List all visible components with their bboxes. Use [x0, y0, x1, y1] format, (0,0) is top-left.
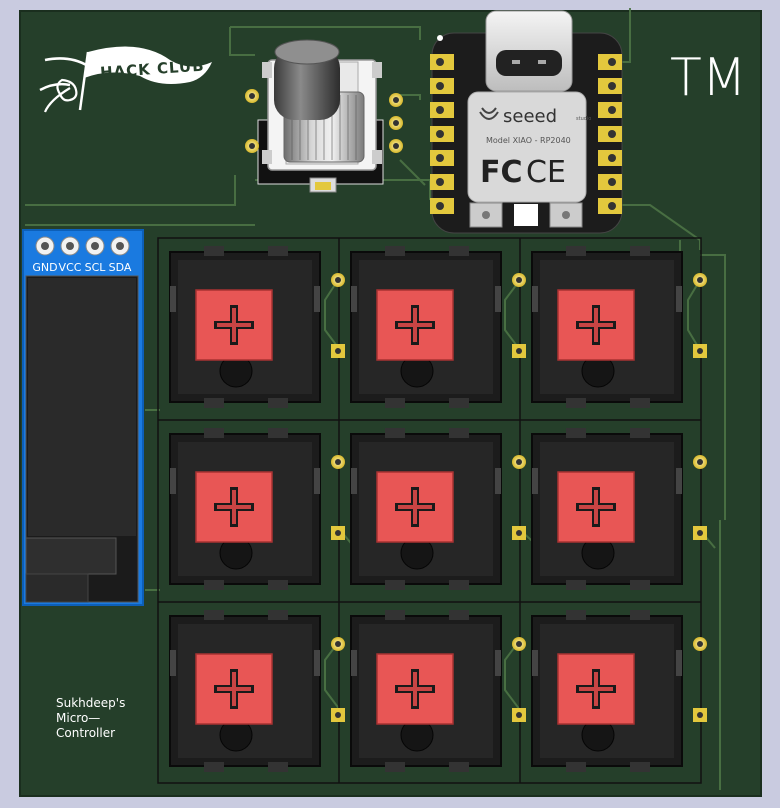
credit-line-3: Controller: [56, 726, 115, 740]
switch-pad-a-2: [512, 273, 526, 287]
mcu-pad-right-4: [598, 126, 622, 142]
switch-pad-a-3: [693, 273, 707, 287]
key-switch-7: [169, 610, 345, 772]
switch-pad-b-7: [331, 708, 345, 722]
switch-pad-a-8: [512, 637, 526, 651]
key-switch-1: [169, 246, 345, 408]
oled-pin-scl: SCL: [85, 236, 107, 274]
key-switch-4: [169, 428, 345, 590]
mcu-model: Model XIAO - RP2040: [486, 136, 571, 145]
mcu-pad-left-1: [430, 54, 454, 70]
switch-pad-b-5: [512, 526, 526, 540]
key-switch-5: [350, 428, 526, 590]
switch-pad-a-9: [693, 637, 707, 651]
signature-text: TM: [670, 48, 747, 108]
mcu-brand: seeed: [503, 106, 557, 127]
key-switch-3: [531, 246, 707, 408]
copper-traces: [25, 8, 726, 790]
encoder-pad-4: [389, 116, 403, 130]
encoder-pad-5: [389, 139, 403, 153]
mcu-pads: [430, 54, 622, 214]
switch-pad-a-5: [512, 455, 526, 469]
logo-flag-icon: [84, 46, 212, 84]
mcu-pad-left-4: [430, 126, 454, 142]
switch-stem-5: [376, 471, 454, 543]
ce-mark: CE: [526, 155, 566, 190]
oled-pin-label: SDA: [109, 261, 132, 274]
mcu-pad-left-6: [430, 174, 454, 190]
oled-pin-gnd: GND: [32, 236, 58, 274]
switch-pad-a-6: [693, 455, 707, 469]
switch-pad-a-1: [331, 273, 345, 287]
mcu-pad-left-2: [430, 78, 454, 94]
encoder-pad-1: [245, 89, 259, 103]
mcu-pad-right-5: [598, 150, 622, 166]
switch-pad-b-3: [693, 344, 707, 358]
switch-pad-b-6: [693, 526, 707, 540]
mcu-pad-right-3: [598, 102, 622, 118]
oled-pin-sda: SDA: [109, 236, 132, 274]
key-switch-8: [350, 610, 526, 772]
oled-pin-label: SCL: [85, 261, 107, 274]
encoder-pads: [245, 89, 403, 153]
key-switch-matrix: [169, 246, 707, 772]
mcu-pad-right-2: [598, 78, 622, 94]
rotary-encoder: [257, 39, 384, 193]
fcc-mark: FC: [480, 155, 523, 190]
mcu-pad-right-1: [598, 54, 622, 70]
credit-line-1: Sukhdeep's: [56, 696, 125, 710]
credit-block: Sukhdeep's Micro— Controller: [56, 696, 125, 740]
oled-pin-vcc: VCC: [59, 236, 82, 274]
oled-pin-label: VCC: [59, 261, 82, 274]
mcu-shield: [467, 91, 587, 203]
mcu-pad-right-6: [598, 174, 622, 190]
switch-pad-a-7: [331, 637, 345, 651]
mcu-brand-sub: studio: [576, 116, 591, 122]
credit-line-2: Micro—: [56, 711, 100, 725]
hack-club-logo: HACK CLUB: [39, 46, 212, 113]
switch-pad-b-8: [512, 708, 526, 722]
key-switch-2: [350, 246, 526, 408]
mcu-pad-left-3: [430, 102, 454, 118]
oled-screen: [28, 278, 136, 536]
encoder-pad-3: [389, 93, 403, 107]
encoder-shaft-icon: [274, 48, 340, 120]
switch-pad-a-4: [331, 455, 345, 469]
switch-pad-b-1: [331, 344, 345, 358]
seeed-logo-icon: [479, 107, 499, 120]
key-switch-9: [531, 610, 707, 772]
oled-pin-label: GND: [32, 261, 57, 274]
key-switch-6: [531, 428, 707, 590]
mcu-pad-left-7: [430, 198, 454, 214]
mcu-pad-left-5: [430, 150, 454, 166]
logo-arm-icon: [44, 57, 89, 68]
switch-pad-b-2: [512, 344, 526, 358]
logo-hand-icon: [56, 78, 78, 102]
microcontroller-xiao: seeed studio Model XIAO - RP2040 FC CE: [431, 10, 623, 234]
signature-tm: TM: [670, 48, 747, 108]
switch-pad-b-4: [331, 526, 345, 540]
switch-pad-b-9: [693, 708, 707, 722]
switch-plate-grid: [157, 237, 702, 784]
mcu-pad-right-7: [598, 198, 622, 214]
encoder-pad-2: [245, 139, 259, 153]
